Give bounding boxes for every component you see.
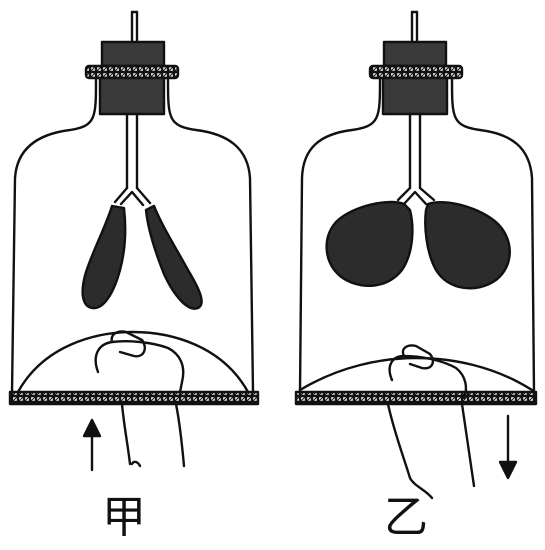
right-lung-left	[327, 202, 413, 286]
left-lung-right	[146, 206, 202, 309]
left-base-plate	[10, 392, 258, 404]
right-hand-wrist	[388, 404, 474, 498]
right-model	[296, 12, 536, 498]
left-lung-left	[83, 206, 126, 308]
left-bell-jar	[12, 78, 253, 392]
right-hand-fingers	[390, 345, 466, 398]
left-bronchi	[115, 188, 150, 205]
right-cork-plug	[383, 78, 447, 114]
left-label: 甲	[84, 490, 164, 546]
left-trachea	[127, 114, 137, 188]
right-bottle-rim	[370, 66, 462, 78]
right-label: 乙	[366, 490, 446, 546]
right-bronchi	[398, 188, 434, 204]
left-bottle-rim	[86, 66, 178, 78]
right-diaphragm-membrane	[300, 358, 532, 390]
left-cork-top	[102, 42, 164, 66]
left-cork-plug	[100, 78, 164, 114]
left-hand-wrist	[122, 404, 184, 466]
right-cork-top	[384, 42, 446, 66]
right-lung-right	[425, 202, 509, 288]
right-base-plate	[296, 392, 536, 404]
right-trachea	[410, 114, 420, 188]
left-hand-fingers	[96, 331, 184, 392]
left-model	[10, 12, 258, 470]
